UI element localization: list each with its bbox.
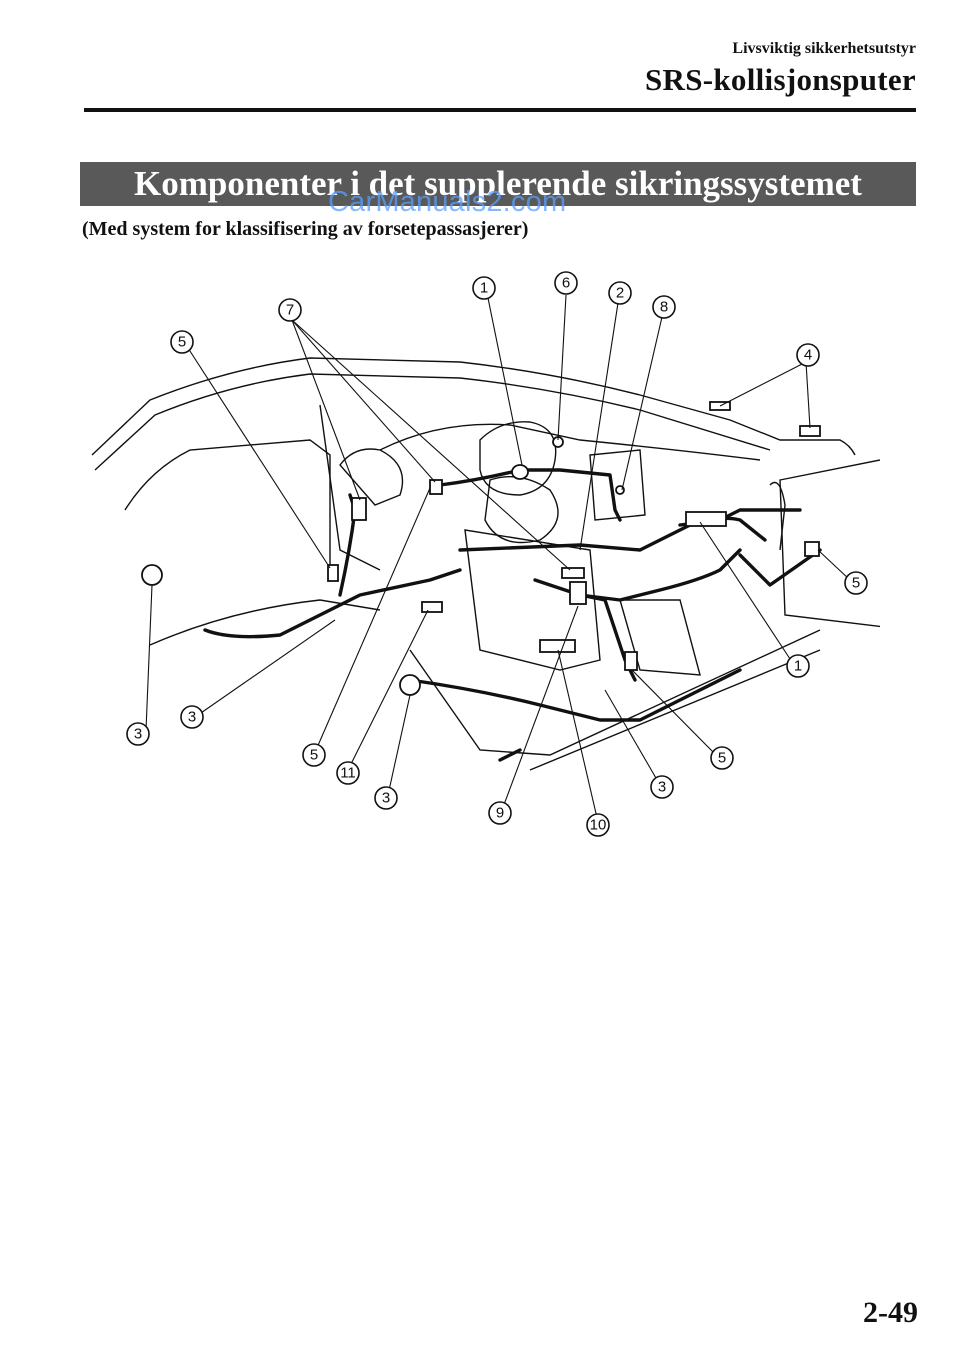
wiring-harness: [203, 468, 822, 762]
callout-8: 8: [652, 295, 676, 319]
side-impact-sensor-rear: [624, 651, 638, 671]
chapter-title: Livsviktig sikkerhetsutstyr: [732, 40, 916, 57]
seat-weight-sensor-unit: [421, 601, 443, 613]
callout-3-bottom-right: 3: [650, 775, 674, 799]
svg-text:3: 3: [188, 709, 196, 726]
page-number: 2-49: [863, 1296, 918, 1329]
callout-3-far-left: 3: [126, 722, 150, 746]
callout-5-bottom-right: 5: [710, 746, 734, 770]
svg-text:5: 5: [852, 575, 860, 592]
svg-text:3: 3: [658, 779, 666, 796]
watermark: CarManuals2.com: [328, 186, 567, 218]
svg-text:2: 2: [616, 285, 624, 302]
svg-text:4: 4: [804, 347, 812, 364]
side-airbag-sensor-left: [351, 497, 367, 521]
srs-component-diagram: 1 6 2 8 7 5 4 5 1 3 3 5 11 3 9 10 3 5: [91, 271, 880, 837]
svg-text:9: 9: [496, 805, 504, 822]
section-banner: Komponenter i det supplerende sikringssy…: [80, 162, 916, 206]
srs-components: [141, 401, 821, 696]
svg-text:8: 8: [660, 299, 668, 316]
callout-10: 10: [586, 813, 610, 837]
callout-3-left: 3: [180, 705, 204, 729]
svg-text:6: 6: [562, 275, 570, 292]
callout-2: 2: [608, 281, 632, 305]
front-crash-sensor-right: [399, 674, 421, 696]
callout-5-right: 5: [844, 571, 868, 595]
leader-lines: [145, 294, 851, 823]
svg-text:1: 1: [794, 658, 802, 675]
svg-text:10: 10: [590, 817, 607, 834]
callout-1: 1: [472, 276, 496, 300]
svg-text:3: 3: [382, 790, 390, 807]
callout-5-top: 5: [170, 330, 194, 354]
callout-1-right: 1: [786, 654, 810, 678]
control-module: [685, 511, 727, 527]
svg-text:3: 3: [134, 726, 142, 743]
car-outline: [91, 357, 880, 771]
driver-airbag-module: [511, 464, 529, 480]
svg-text:5: 5: [178, 334, 186, 351]
callout-3-bottom: 3: [374, 786, 398, 810]
callout-5-bottom-left: 5: [302, 743, 326, 767]
svg-text:5: 5: [718, 750, 726, 767]
header-divider: [84, 108, 916, 112]
callout-11: 11: [336, 761, 360, 785]
side-impact-sensor-front: [327, 564, 339, 582]
callout-9: 9: [488, 801, 512, 825]
svg-text:5: 5: [310, 747, 318, 764]
diagram-subtitle: (Med system for klassifisering av forset…: [82, 218, 529, 240]
occupant-classification-unit: [569, 581, 587, 605]
side-impact-sensor-right: [804, 541, 820, 557]
seat-belt-pretensioner: [561, 567, 585, 579]
front-crash-sensor-left: [141, 564, 163, 586]
callout-6: 6: [554, 271, 578, 295]
section-title: SRS-kollisjonsputer: [645, 62, 916, 97]
svg-text:11: 11: [340, 765, 356, 782]
seat-sensor-pad: [539, 639, 576, 653]
svg-text:7: 7: [286, 302, 294, 319]
callout-7: 7: [278, 298, 302, 322]
svg-text:1: 1: [480, 280, 488, 297]
callout-4: 4: [796, 343, 820, 367]
sensor-unit-pillar: [429, 479, 443, 495]
